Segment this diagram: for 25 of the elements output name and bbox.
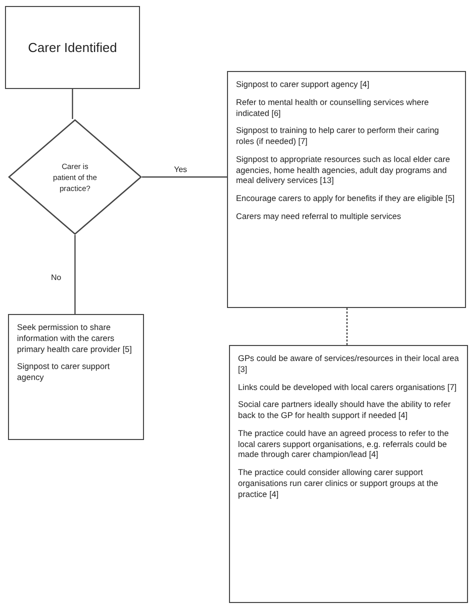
edge-label: No — [50, 273, 62, 282]
connector-line — [346, 308, 348, 345]
process-box — [8, 314, 144, 440]
process-box — [229, 345, 468, 603]
box-paragraph: Refer to mental health or counselling services where indicated [6] — [236, 96, 430, 118]
box-paragraph: Encourage carers to apply for benefits if they are eligible [5] — [236, 193, 456, 204]
box-paragraph: GPs could be aware of services/resources in their local area [3] — [238, 353, 460, 375]
process-box — [5, 6, 140, 89]
box-paragraph: Social care partners ideally should have the ability to refer back to the GP for health support if needed [4] — [238, 399, 452, 421]
box-paragraph: Links could be developed with local carers organisations [7] — [238, 382, 458, 392]
connector-line — [74, 235, 76, 314]
box-paragraph: Signpost to carer support agency — [17, 361, 111, 383]
box-paragraph: Carers may need referral to multiple services — [236, 211, 402, 222]
process-box — [227, 71, 466, 308]
decision-diamond — [8, 119, 142, 235]
box-paragraph: Seek permission to share information with the carers primary health care provider [5] — [17, 322, 133, 354]
box-paragraph: The practice could consider allowing carer support organisations run carer clinics or support groups at the practice [4] — [238, 467, 440, 500]
edge-label: Yes — [173, 165, 188, 174]
connector-line — [142, 176, 227, 178]
box-paragraph: Signpost to carer support agency [4] — [236, 79, 370, 90]
box-paragraph: Signpost to appropriate resources such as local elder care agencies, home health agencies, adult day programs and meal delivery services [13] — [236, 154, 451, 186]
box-paragraph: The practice could have an agreed process to refer to the local carers support organisations, e.g. referrals could be made through carer champion/lead [4] — [238, 428, 450, 460]
box-title: Carer Identified — [28, 40, 117, 55]
connector-line — [72, 89, 74, 119]
box-paragraph: Signpost to training to help carer to perform their caring roles (if needed) [7] — [236, 125, 440, 147]
